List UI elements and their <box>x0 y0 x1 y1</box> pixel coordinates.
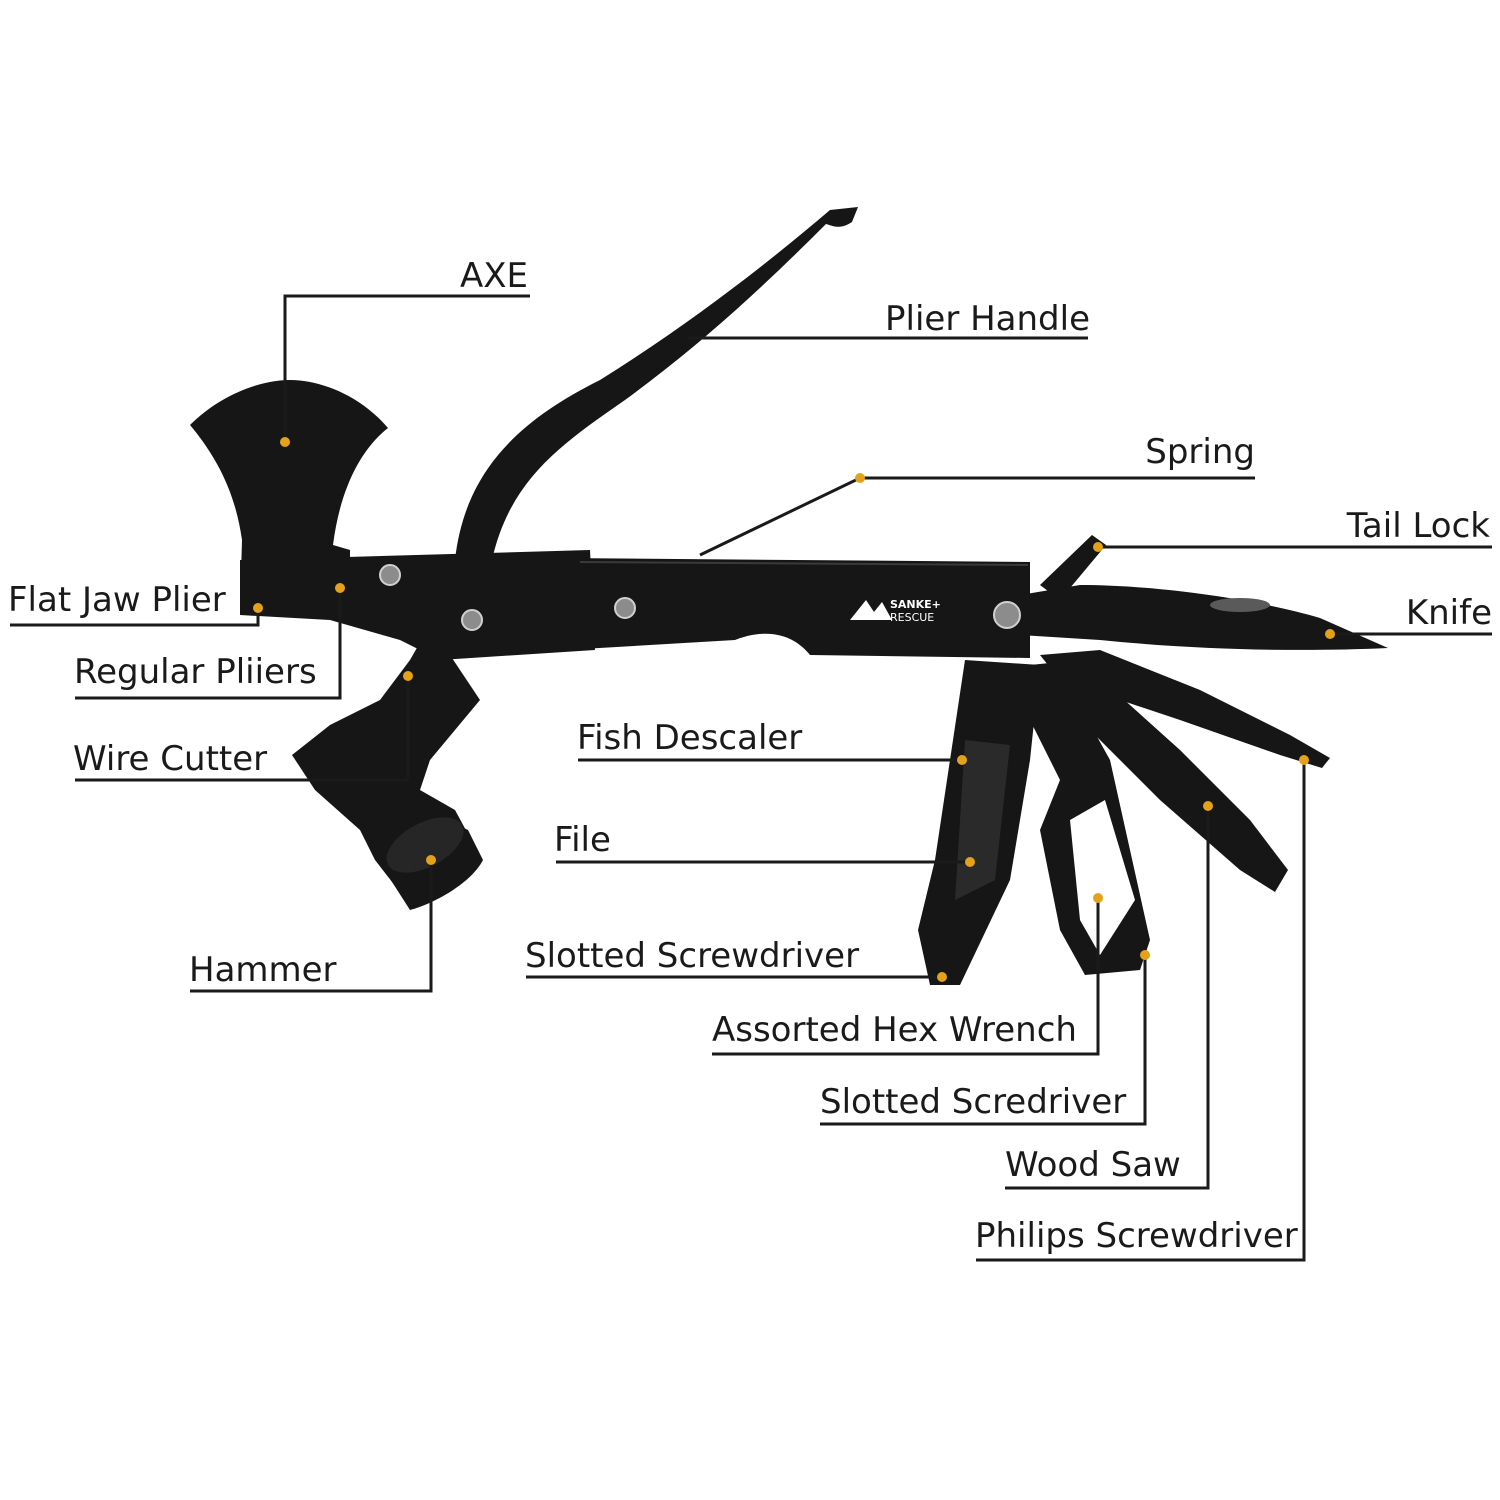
bolt-3 <box>614 597 636 619</box>
plier-jaw-block <box>240 550 595 660</box>
marker-spring <box>855 473 865 483</box>
label-flat-jaw-plier: Flat Jaw Plier <box>8 580 226 620</box>
philips-screwdriver-blade <box>1040 650 1330 768</box>
part-labels: AXE Plier Handle Spring Tail Lock Knife … <box>8 256 1492 1256</box>
label-wire-cutter: Wire Cutter <box>73 739 267 779</box>
leader-regular-pliers <box>75 588 342 700</box>
leader-philips-screwdriver <box>976 760 1306 1262</box>
leader-spring <box>699 476 1255 557</box>
marker-file <box>965 857 975 867</box>
multitool-illustration: SANKE+ RESCUE <box>190 207 1388 985</box>
marker-regular-pliers <box>335 583 345 593</box>
marker-slotted-screwdriver <box>937 972 947 982</box>
label-hammer: Hammer <box>189 950 337 990</box>
label-spring: Spring <box>1145 432 1255 472</box>
label-wood-saw: Wood Saw <box>1005 1145 1181 1185</box>
bolt-2 <box>461 609 483 631</box>
marker-wire-cutter <box>403 671 413 681</box>
leader-wire-cutter <box>75 676 410 782</box>
marker-axe <box>280 437 290 447</box>
marker-philips-screwdriver <box>1299 755 1309 765</box>
plier-handle-arm <box>455 207 858 560</box>
marker-knife <box>1325 629 1335 639</box>
knife-blade <box>1020 585 1388 650</box>
knife-thumb-hole <box>1210 598 1270 612</box>
marker-assorted-hex-wrench <box>1093 893 1103 903</box>
axe-head <box>190 380 388 610</box>
label-assorted-hex-wrench: Assorted Hex Wrench <box>712 1010 1077 1050</box>
hex-wrench-cutout <box>1070 800 1135 955</box>
mountain-logo-icon <box>850 600 892 620</box>
leader-flat-jaw-plier <box>10 608 260 627</box>
logo-text-line1: SANKE+ <box>890 598 941 611</box>
label-plier-handle: Plier Handle <box>885 299 1090 339</box>
label-philips-screwdriver: Philips Screwdriver <box>975 1216 1298 1256</box>
handle-edge <box>579 561 1029 566</box>
label-slotted-screwdriver: Slotted Screwdriver <box>525 936 859 976</box>
marker-wood-saw <box>1203 801 1213 811</box>
marker-flat-jaw-plier <box>253 603 263 613</box>
leader-slotted-scredriver <box>820 955 1147 1126</box>
label-tail-lock: Tail Lock <box>1346 506 1491 546</box>
main-handle <box>560 558 1030 658</box>
marker-fish-descaler <box>957 755 967 765</box>
logo-text-line2: RESCUE <box>890 611 934 624</box>
label-regular-pliers: Regular Pliiers <box>74 652 317 692</box>
marker-slotted-scredriver <box>1140 950 1150 960</box>
label-file: File <box>554 820 611 860</box>
tail-lock-lever <box>1040 535 1106 600</box>
wood-saw-blade <box>1030 660 1288 892</box>
marker-tail-lock <box>1093 542 1103 552</box>
marker-hammer <box>426 855 436 865</box>
label-fish-descaler: Fish Descaler <box>577 718 802 758</box>
leader-wood-saw <box>1005 806 1210 1190</box>
label-axe: AXE <box>460 256 528 296</box>
bolt-4 <box>993 601 1021 629</box>
bolt-1 <box>379 564 401 586</box>
leader-hammer <box>190 860 433 993</box>
brand-logo: SANKE+ RESCUE <box>850 598 941 624</box>
leader-axe <box>283 294 530 442</box>
label-slotted-scredriver: Slotted Scredriver <box>820 1082 1126 1122</box>
leader-assorted-hex-wrench <box>712 898 1100 1056</box>
leader-lines <box>10 294 1492 1262</box>
hammer-face <box>386 817 464 873</box>
marker-dots <box>253 437 1335 982</box>
label-knife: Knife <box>1406 593 1492 633</box>
